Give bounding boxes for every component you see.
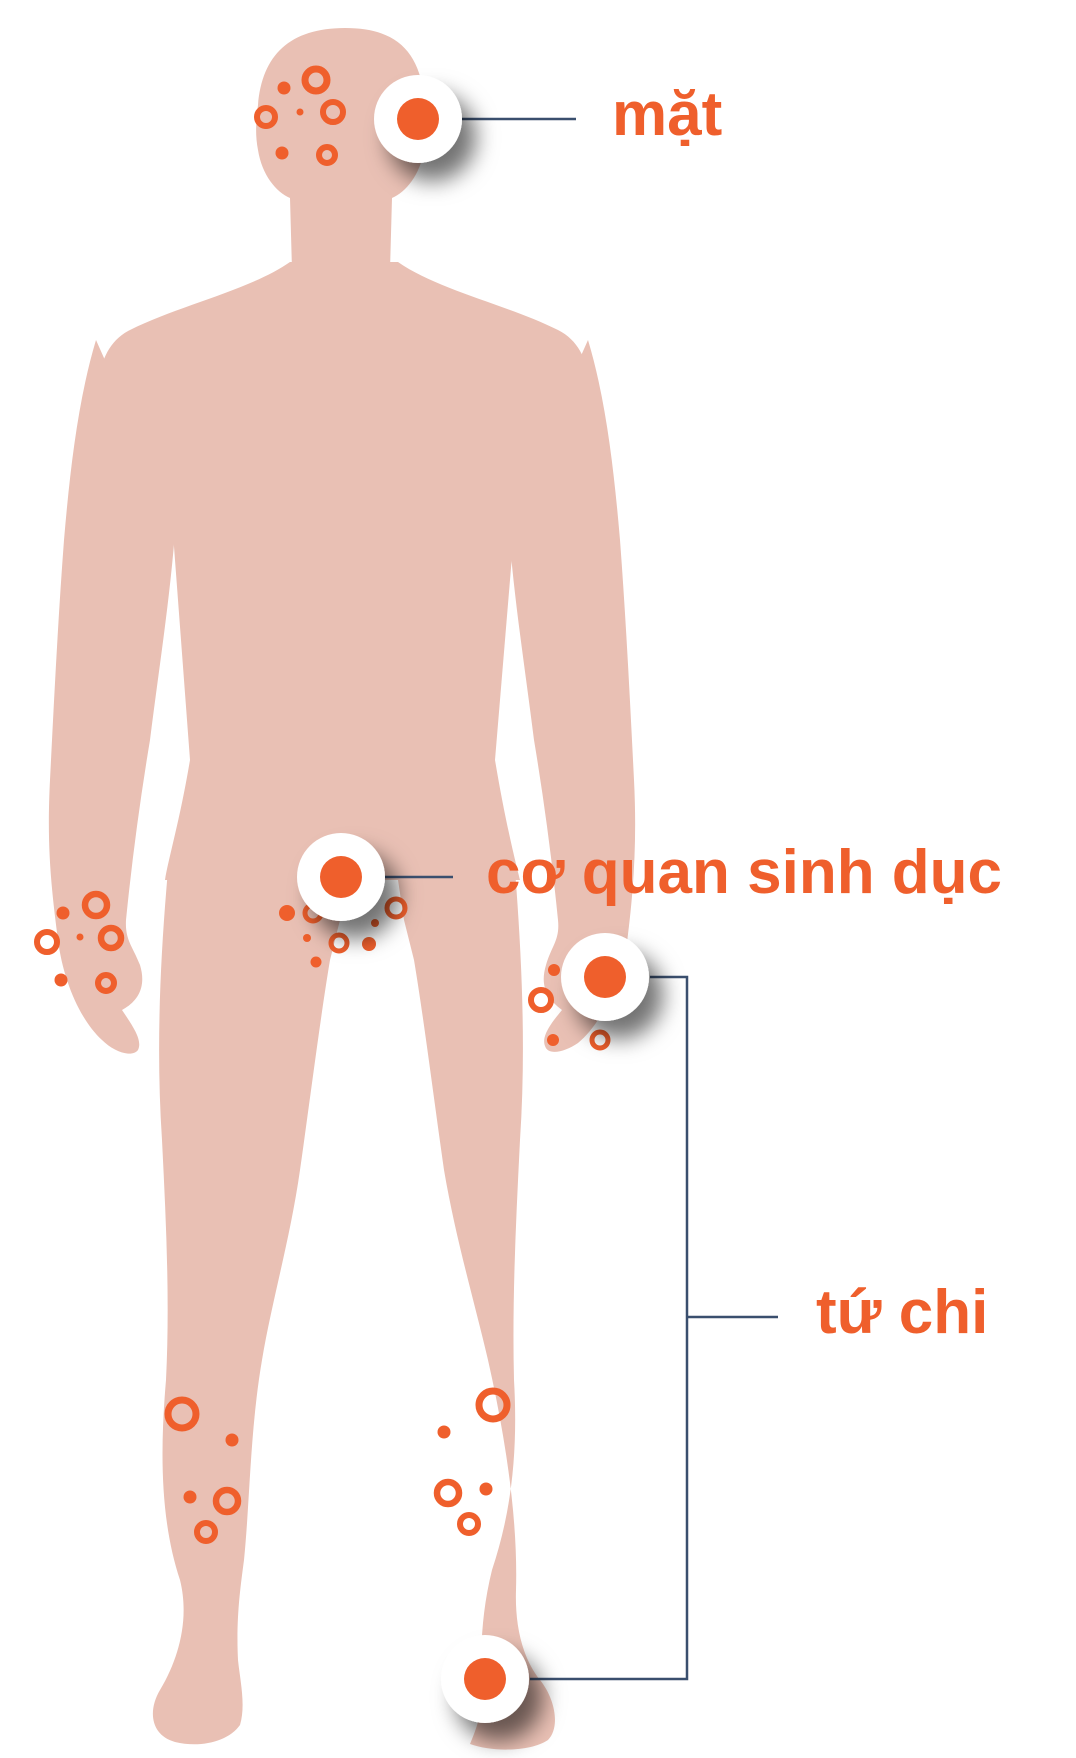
label-limbs: tứ chi	[816, 1278, 988, 1347]
lesion-ring	[592, 1032, 608, 1048]
lesion-dot	[547, 1034, 559, 1046]
lesion-ring	[331, 935, 347, 951]
lesion-ring	[460, 1515, 478, 1533]
lesion-dot	[548, 964, 560, 976]
lesion-dot	[303, 934, 311, 942]
lesion-dot	[57, 907, 70, 920]
lesion-ring	[37, 932, 57, 952]
lesion-dot	[311, 957, 322, 968]
lesion-dot	[184, 1491, 197, 1504]
lesion-dot	[226, 1434, 239, 1447]
lesion-dot	[438, 1426, 451, 1439]
lesion-dot	[77, 934, 84, 941]
marker-face	[374, 75, 462, 163]
label-face: mặt	[612, 80, 722, 149]
marker-genitals	[297, 833, 385, 921]
lesion-ring	[531, 990, 551, 1010]
lesion-dot	[279, 905, 295, 921]
lesion-ring	[437, 1482, 459, 1504]
lesion-dot	[480, 1483, 493, 1496]
lesion-dot	[55, 974, 68, 987]
lesion-dot	[276, 147, 289, 160]
marker-foot	[441, 1635, 529, 1723]
marker-hand	[561, 933, 649, 1021]
lesion-dot	[297, 109, 304, 116]
limbs-bracket	[530, 977, 687, 1679]
lesion-dot	[278, 82, 291, 95]
label-genitals: cơ quan sinh dục	[486, 838, 1002, 907]
lesion-dot	[362, 937, 376, 951]
lesion-dot	[371, 919, 379, 927]
left-leg	[153, 870, 345, 1744]
lesions-right-shin	[437, 1391, 507, 1533]
